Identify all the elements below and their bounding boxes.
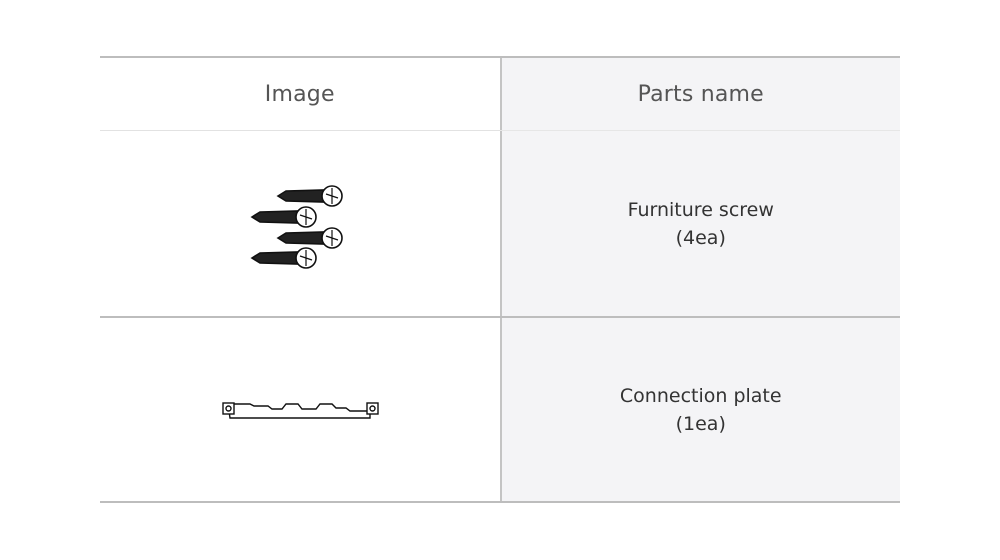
header-divider-right	[500, 130, 900, 131]
row-image-cell	[100, 318, 500, 501]
row-divider	[100, 316, 900, 318]
table-row: Connection plate (1ea)	[100, 318, 900, 501]
header-divider	[100, 130, 500, 131]
part-quantity: (1ea)	[675, 412, 726, 435]
table-header-row: Image Parts name	[100, 58, 900, 130]
part-name: Connection plate	[619, 384, 782, 407]
table-bottom-rule	[100, 501, 900, 503]
header-image: Image	[100, 58, 500, 130]
row-image-cell	[100, 131, 500, 316]
header-parts-name: Parts name	[499, 58, 900, 130]
connection-plate-icon	[222, 401, 379, 419]
table-row: Furniture screw (4ea)	[100, 131, 900, 316]
part-name: Furniture screw	[627, 198, 774, 221]
row-name-cell: Connection plate (1ea)	[499, 318, 900, 501]
furniture-screws-icon	[250, 184, 343, 269]
row-name-cell: Furniture screw (4ea)	[499, 131, 900, 316]
table-top-rule	[100, 56, 900, 58]
part-quantity: (4ea)	[675, 226, 726, 249]
